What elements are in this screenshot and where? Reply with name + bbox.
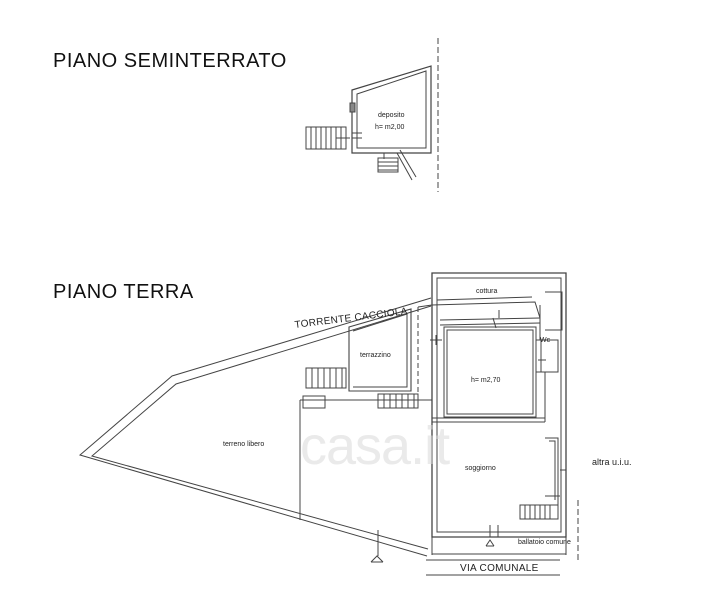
watermark: casa.it <box>300 416 450 476</box>
room-label-wc: Wc <box>540 337 551 344</box>
area-label-ballatoio: ballatoio comune <box>518 539 571 546</box>
ground-plan <box>80 273 578 575</box>
ground-title: PIANO TERRA <box>53 281 194 303</box>
terreno-outline <box>80 298 432 556</box>
room-label-terrazzino: terrazzino <box>360 352 391 359</box>
ballatoio-area <box>371 530 566 575</box>
basement-bottom-stair <box>378 150 416 180</box>
room-label-deposito: deposito <box>378 112 405 119</box>
label-via-comunale: VIA COMUNALE <box>460 563 539 574</box>
room-height-ground: h= m2,70 <box>471 377 501 384</box>
room-label-soggiorno: soggiorno <box>465 465 496 472</box>
label-altra-uiu: altra u.i.u. <box>592 457 632 467</box>
basement-title: PIANO SEMINTERRATO <box>53 50 287 72</box>
building-walls <box>430 273 566 537</box>
basement-plan <box>306 38 438 192</box>
basement-left-stair <box>306 127 350 149</box>
terrazzino-room <box>303 305 432 408</box>
room-label-cottura: cottura <box>476 288 498 295</box>
area-label-terreno: terreno libero <box>223 441 265 448</box>
room-height-deposito: h= m2,00 <box>375 124 405 131</box>
